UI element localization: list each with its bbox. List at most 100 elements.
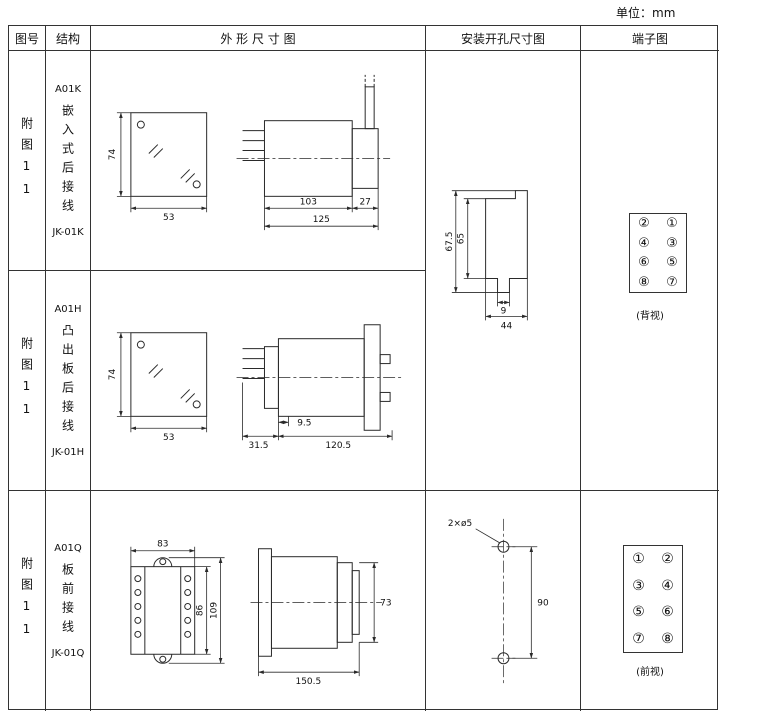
front-view: 74 53 (108, 332, 208, 443)
header-col-structure-label: 结构 (55, 31, 80, 46)
side-view: 9.5 31.5 120.5 (236, 324, 403, 451)
terminal-strips (144, 566, 182, 655)
hatch-mark (148, 364, 164, 378)
dim-inner-height: 65 (457, 233, 467, 244)
dim-height: 74 (108, 149, 118, 161)
terminal-front-box: ① ② ③ ④ ⑤ ⑥ ⑦ ⑧ (623, 545, 683, 653)
row3-fig-cell: 附图11 (9, 491, 46, 711)
mounting-hole-drawing-q: 2×ø5 90 (448, 519, 549, 687)
row1-fig-cell: 附图11 (9, 51, 46, 271)
dim-body: 103 (300, 197, 317, 207)
terminal-rear-box: ② ① ④ ③ ⑥ ⑤ ⑧ ⑦ (629, 213, 687, 293)
pins (242, 348, 265, 380)
row2-fig-label: 附图11 (19, 336, 34, 425)
header-col-mounting: 安装开孔尺寸图 (426, 26, 581, 51)
terminal-3: ③ (666, 235, 678, 251)
terminal-6: ⑥ (661, 604, 674, 621)
outline-drawing-jk01k: 74 53 103 27 125 (108, 74, 391, 231)
hatch-mark (180, 389, 196, 403)
outline-drawing-jk01h: 74 53 9.5 31.5 (108, 324, 403, 451)
terminal-2: ② (638, 216, 650, 232)
terminal-5: ⑤ (632, 604, 645, 621)
leader-line (475, 528, 500, 544)
dim-tail: 27 (359, 197, 370, 207)
header-col-outline: 外 形 尺 寸 图 (91, 26, 426, 51)
row2-structure-cell: A01H 凸出板后接线 JK-01H (46, 271, 91, 491)
row3-structure-desc: 板前接线 (60, 563, 75, 639)
terminal-8: ⑧ (638, 274, 650, 290)
header-col-outline-label: 外 形 尺 寸 图 (220, 31, 296, 46)
row2-structure-desc: 凸出板后接线 (60, 323, 75, 438)
dim-width: 53 (163, 213, 174, 223)
terminal-3: ③ (632, 577, 645, 594)
header-col-terminal: 端子图 (581, 26, 719, 51)
hole-spec-label: 2×ø5 (448, 519, 472, 529)
corner-screw (192, 180, 201, 189)
header-col-structure: 结构 (46, 26, 91, 51)
terminal-rear-cell: ② ① ④ ③ ⑥ ⑤ ⑧ ⑦ (背视) (581, 51, 719, 491)
hatch-mark (180, 169, 196, 183)
terminal-2: ② (661, 551, 674, 568)
terminal-rear-caption: (背视) (636, 311, 664, 322)
mounting-hole-drawing-kh: 67.5 65 9 44 (445, 190, 528, 331)
terminal-1: ① (666, 216, 678, 232)
dim-total: 125 (313, 215, 330, 225)
top-mounting-tab (153, 557, 173, 567)
case-outline (130, 566, 196, 655)
unit-label: 单位：mm (616, 6, 676, 20)
dim-front: 31.5 (249, 441, 269, 451)
front-view: 83 86 109 (130, 540, 225, 664)
bottom-mounting-hole (159, 655, 167, 663)
terminal-5: ⑤ (666, 255, 678, 271)
dim-cutout-width: 44 (501, 321, 513, 331)
stud (379, 391, 391, 402)
terminal-4: ④ (638, 235, 650, 251)
row2-fig-cell: 附图11 (9, 271, 46, 491)
hatch-mark (148, 144, 164, 158)
terminal-8: ⑧ (661, 630, 674, 647)
terminal-7: ⑦ (632, 630, 645, 647)
row3-model: A01Q (54, 543, 82, 554)
blade (364, 86, 375, 130)
row1-outline-cell: 74 53 103 27 125 (91, 51, 426, 271)
row1-fig-label: 附图11 (19, 116, 34, 205)
terminal-4: ④ (661, 577, 674, 594)
row3-code: JK-01Q (51, 648, 85, 659)
terminal-front-caption: (前视) (636, 667, 664, 678)
terminal-6: ⑥ (638, 255, 650, 271)
dim-inner-height: 86 (196, 604, 206, 616)
corner-screw (192, 400, 201, 409)
row3-structure-cell: A01Q 板前接线 JK-01Q (46, 491, 91, 711)
case-outline (130, 332, 208, 417)
stud (379, 354, 391, 365)
row3-outline-cell: 83 86 109 73 (91, 491, 426, 711)
header-col-fig-label: 图号 (14, 31, 39, 46)
case-outline (130, 112, 208, 197)
side-view: 73 150.5 (250, 548, 392, 687)
dim-outer-height: 67.5 (445, 232, 455, 252)
outline-drawing-jk01q: 83 86 109 73 (130, 540, 392, 687)
corner-screw (136, 120, 145, 129)
dim-total: 150.5 (296, 677, 322, 687)
pins (242, 130, 265, 161)
row1-code: JK-01K (52, 226, 84, 238)
front-view: 74 53 (108, 112, 208, 223)
row2-code: JK-01H (51, 446, 85, 458)
dim-width: 83 (157, 540, 168, 550)
terminal-1: ① (632, 551, 645, 568)
row1-structure-cell: A01K 嵌入式后接线 JK-01K (46, 51, 91, 271)
cutout-shape (485, 190, 528, 293)
spec-table: 图号 结构 外 形 尺 寸 图 安装开孔尺寸图 端子图 附图11 A01K 嵌入… (8, 25, 719, 711)
bottom-mounting-tab (153, 654, 173, 664)
cutout-dimensions: 67.5 65 9 44 (445, 190, 528, 331)
header-col-terminal-label: 端子图 (631, 31, 668, 46)
row3-fig-label: 附图11 (19, 557, 34, 645)
row1-structure-desc: 嵌入式后接线 (60, 103, 75, 218)
dim-body: 120.5 (325, 441, 351, 451)
dim-tab-width: 9 (501, 306, 507, 316)
top-mounting-hole (159, 558, 167, 566)
row1-model: A01K (54, 83, 82, 95)
dim-height: 74 (108, 369, 118, 381)
row3-mounting-cell: 2×ø5 90 (426, 491, 581, 711)
row2-model: A01H (54, 303, 82, 315)
